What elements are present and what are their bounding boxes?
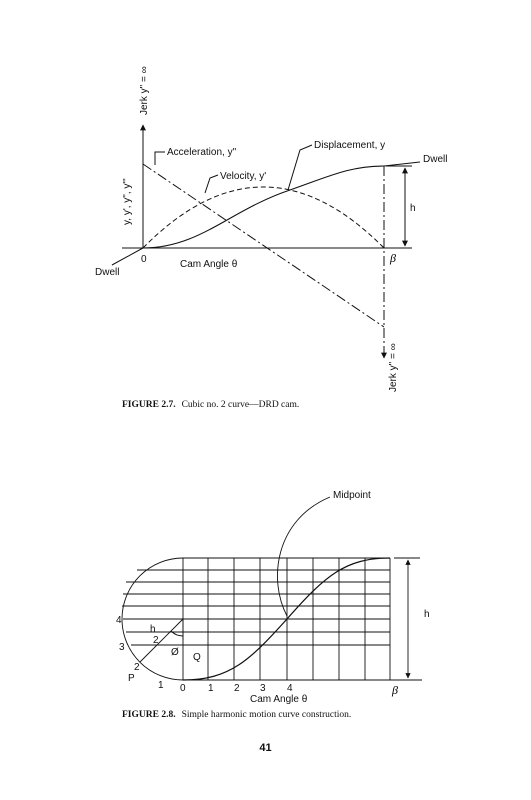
velocity-curve [142, 186, 385, 249]
acceleration-leader [154, 151, 165, 165]
jerk-bottom-label: Jerk y" = ∞ [388, 343, 399, 392]
shm-curve [182, 557, 391, 681]
midpoint-label: Midpoint [333, 490, 371, 501]
dwell-left-label: Dwell [95, 267, 119, 278]
y-axis-label: y, y', y", y"' [122, 178, 133, 225]
h-over-label: h [150, 624, 156, 635]
caption-number: FIGURE 2.7. [122, 400, 176, 410]
displacement-curve [142, 165, 385, 249]
tick-2: 2 [234, 683, 240, 694]
point-1-label: 1 [158, 680, 164, 691]
origin-label: 0 [141, 254, 147, 265]
h-label-2: h [424, 609, 430, 620]
figure-2-8 [121, 496, 422, 681]
figure-2-7 [111, 124, 421, 359]
page-number: 41 [259, 742, 272, 754]
point-P-label: P [128, 673, 135, 684]
construction-semicircle [121, 557, 184, 681]
acceleration-label: Acceleration, y" [167, 147, 237, 158]
cam-angle-label-2: Cam Angle θ [250, 694, 308, 705]
figure-2-8-caption: FIGURE 2.8. Simple harmonic motion curve … [122, 710, 351, 720]
dwell-left-line [111, 247, 144, 266]
midpoint-leader [277, 496, 331, 617]
vertical-grid [182, 558, 391, 680]
beta-label: β [389, 251, 396, 265]
point-2-label: 2 [134, 662, 140, 673]
radius-line [139, 618, 184, 663]
tick-1: 1 [208, 683, 214, 694]
point-4-label: 4 [116, 615, 122, 626]
acceleration-line [142, 163, 385, 328]
velocity-label: Velocity, y' [220, 171, 266, 182]
cam-angle-label: Cam Angle θ [180, 259, 238, 270]
beta-label-2: β [391, 683, 398, 697]
caption-text: Cubic no. 2 curve—DRD cam. [181, 400, 300, 410]
caption-text: Simple harmonic motion curve constructio… [181, 710, 352, 720]
displacement-leader [287, 144, 313, 191]
Q-label: Q [193, 652, 201, 663]
displacement-label: Displacement, y [314, 140, 385, 151]
jerk-top-label: Jerk y" = ∞ [139, 66, 150, 115]
phi-label: Ø [171, 647, 179, 658]
figure-2-7-caption: FIGURE 2.7. Cubic no. 2 curve—DRD cam. [122, 400, 299, 410]
tick-0: 0 [180, 683, 186, 694]
dwell-right-line [383, 161, 421, 167]
caption-number: FIGURE 2.8. [122, 710, 176, 720]
tick-4: 4 [287, 683, 293, 694]
over-2-label: 2 [153, 635, 159, 646]
horizontal-grid [122, 569, 390, 646]
point-3-label: 3 [119, 642, 125, 653]
velocity-leader [204, 174, 219, 194]
h-label: h [410, 203, 416, 214]
tick-3: 3 [260, 683, 266, 694]
dwell-right-label: Dwell [423, 154, 447, 165]
